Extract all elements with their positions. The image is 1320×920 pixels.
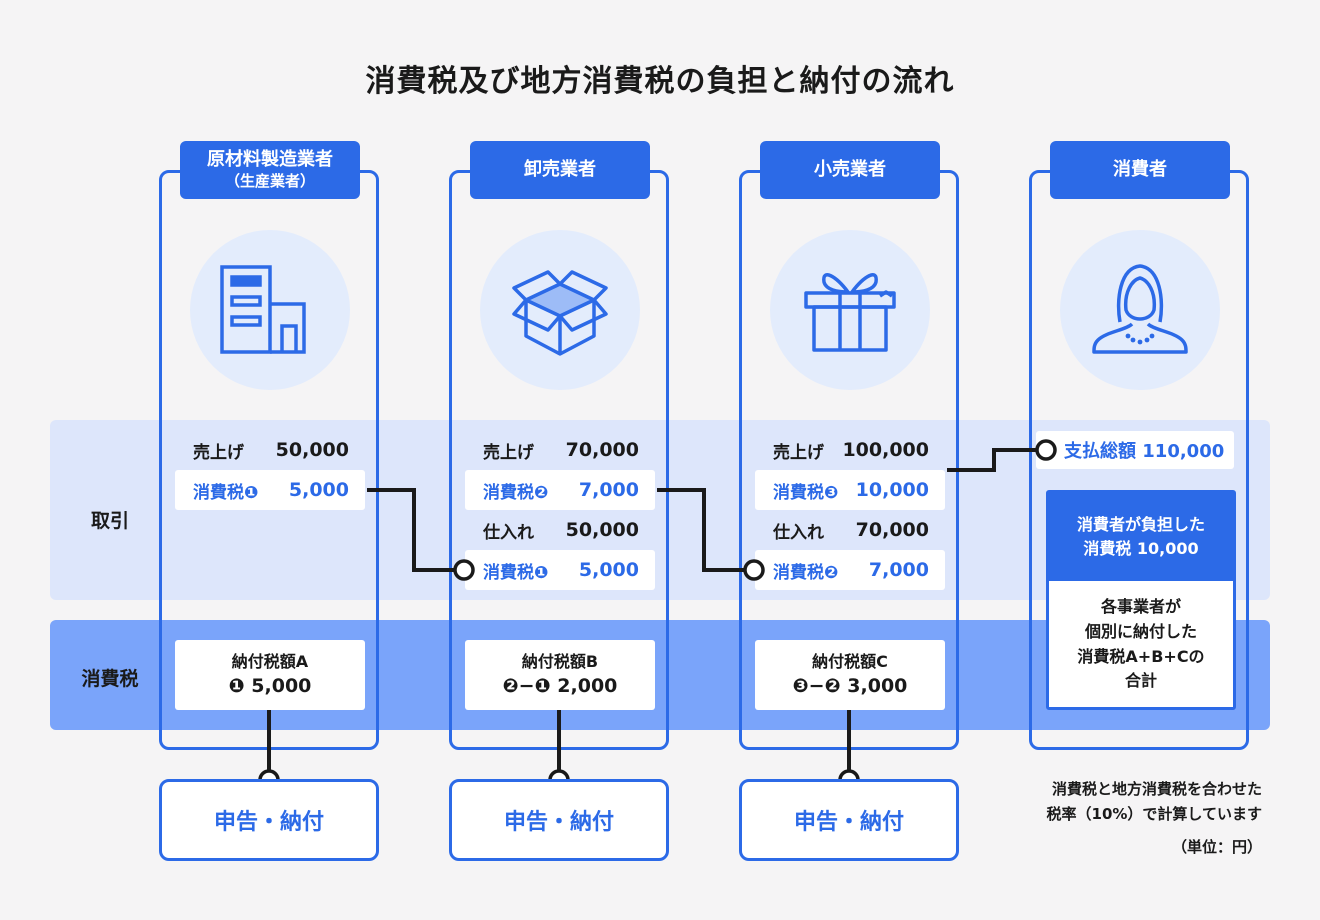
unit-label: （単位：円） [1171,837,1262,856]
tax-payable-value: ❷−❶ 2,000 [502,674,618,697]
burden-header: 消費者が負担した 消費税 10,000 [1049,493,1233,581]
connector-wholesaler-to-retailer [657,488,746,572]
gift-icon [770,230,930,390]
item-value: 50,000 [565,519,639,541]
tax-payable-a: 納付税額A ❶ 5,000 [175,640,365,710]
list-item: 売上げ 50,000 [175,430,365,470]
item-value: 7,000 [578,479,639,501]
header-manufacturer-sub: （生産業者） [224,171,315,190]
item-value: 70,000 [565,439,639,461]
box-icon [480,230,640,390]
connector-dot [453,559,475,581]
list-item: 消費税❷ 7,000 [755,550,945,590]
declare-pay-box: 申告・納付 [449,779,669,861]
item-label: 消費税❸ [773,482,839,503]
list-item: 売上げ 100,000 [755,430,945,470]
item-label: 売上げ [773,442,824,463]
header-wholesaler-label: 卸売業者 [524,158,596,180]
burden-line2: 消費税 10,000 [1083,539,1199,558]
header-consumer-label: 消費者 [1113,158,1167,180]
item-label: 消費税❶ [483,562,549,583]
declare-pay-box: 申告・納付 [739,779,959,861]
list-item: 消費税❷ 7,000 [465,470,655,510]
header-manufacturer: 原材料製造業者 （生産業者） [180,141,360,199]
item-value: 5,000 [288,479,349,501]
list-item: 消費税❸ 10,000 [755,470,945,510]
item-value: 50,000 [275,439,349,461]
header-retailer: 小売業者 [760,141,940,199]
item-label: 仕入れ [773,522,824,543]
list-item: 消費税❶ 5,000 [465,550,655,590]
item-value: 7,000 [868,559,929,581]
burden-line1: 消費者が負担した [1076,515,1205,534]
building-icon [190,230,350,390]
tax-payable-value: ❸−❷ 3,000 [792,674,908,697]
header-manufacturer-label: 原材料製造業者 [207,149,333,171]
woman-icon [1060,230,1220,390]
consumer-burden-box: 消費者が負担した 消費税 10,000 各事業者が 個別に納付した 消費税A+B… [1046,490,1236,710]
item-label: 消費税❶ [193,482,259,503]
tax-payable-label: 納付税額C [812,651,888,671]
footnote-line: 税率（10%）で計算しています [1046,804,1262,823]
burden-detail: 各事業者が 個別に納付した 消費税A+B+Cの 合計 [1049,581,1233,694]
burden-detail-line: 消費税A+B+Cの [1077,646,1205,666]
declare-pay-box: 申告・納付 [159,779,379,861]
list-item: 仕入れ 50,000 [465,510,655,550]
row-label-transaction: 取引 [90,510,129,532]
item-label: 売上げ [193,442,244,463]
footnote-line: 消費税と地方消費税を合わせた [1051,780,1262,798]
item-value: 70,000 [855,519,929,541]
burden-detail-line: 合計 [1124,671,1157,691]
burden-detail-line: 個別に納付した [1084,621,1197,641]
item-value: 100,000 [842,439,929,461]
tax-payable-label: 納付税額B [521,651,599,671]
list-item: 売上げ 70,000 [465,430,655,470]
header-wholesaler: 卸売業者 [470,141,650,199]
total-payment: 支払総額 110,000 [1036,431,1234,469]
page-title: 消費税及び地方消費税の負担と納付の流れ [365,64,955,99]
tax-payable-b: 納付税額B ❷−❶ 2,000 [465,640,655,710]
burden-detail-line: 各事業者が [1100,597,1181,616]
connector-dot [1035,439,1057,461]
item-value: 5,000 [578,559,639,581]
header-retailer-label: 小売業者 [814,158,886,180]
tax-payable-label: 納付税額A [231,651,309,671]
footnote: 消費税と地方消費税を合わせた 税率（10%）で計算しています （単位：円） [980,777,1262,859]
item-value: 10,000 [855,479,929,501]
tax-payable-c: 納付税額C ❸−❷ 3,000 [755,640,945,710]
tax-payable-value: ❶ 5,000 [228,674,312,697]
list-item: 仕入れ 70,000 [755,510,945,550]
connector-retailer-to-consumer [947,448,1036,472]
list-item: 消費税❶ 5,000 [175,470,365,510]
item-label: 売上げ [483,442,534,463]
item-label: 消費税❷ [773,562,839,583]
item-label: 仕入れ [483,522,534,543]
row-label-consumption-tax: 消費税 [81,668,139,690]
connector-manufacturer-to-wholesaler [367,488,456,572]
header-consumer: 消費者 [1050,141,1230,199]
connector-dot [743,559,765,581]
item-label: 消費税❷ [483,482,549,503]
